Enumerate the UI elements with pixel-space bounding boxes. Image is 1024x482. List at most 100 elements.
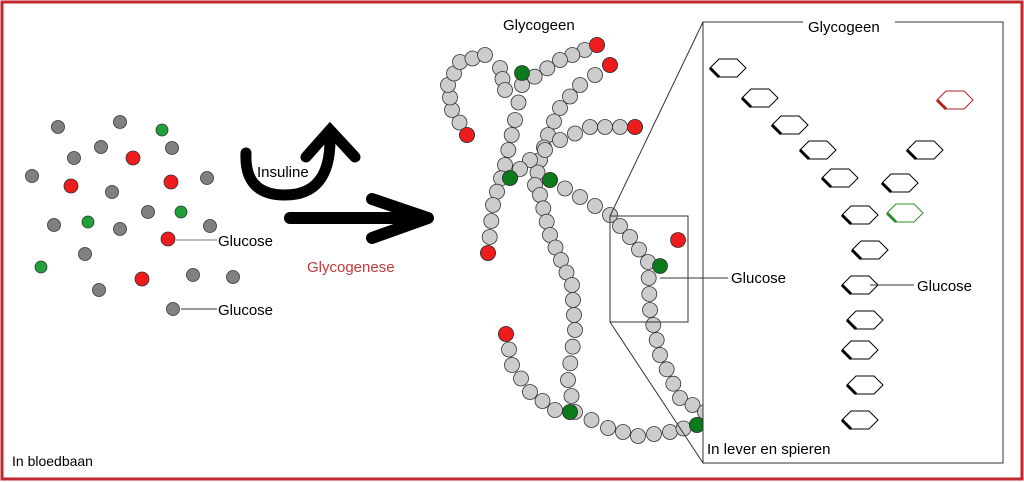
glucose-unit-green [652, 258, 668, 274]
ring-bond [935, 98, 948, 111]
glucose-unit-green [514, 65, 530, 81]
insulin-curved-arrow-icon [240, 121, 361, 201]
glucose-unit [640, 270, 657, 286]
glucose-molecule [141, 205, 155, 219]
glucose-unit [552, 100, 568, 116]
glucose-unit [565, 292, 581, 308]
glucose-unit [665, 375, 682, 392]
glucose-molecule [200, 171, 214, 185]
glucose-molecule [165, 141, 179, 155]
glucose-molecule [113, 222, 127, 236]
glucose-unit [535, 200, 552, 217]
glucose-unit [684, 397, 701, 413]
glucose-unit [566, 307, 582, 323]
ring-bond [840, 283, 853, 296]
ring-bond [845, 383, 858, 396]
glucose-unit [583, 412, 600, 428]
glucose-unit [477, 47, 493, 63]
glucose-molecule-red [160, 231, 176, 247]
glucose-unit [562, 355, 579, 372]
glucose-unit-red [602, 57, 618, 73]
right-arrow-icon [284, 193, 434, 244]
glucose-unit [564, 338, 581, 355]
glucose-unit [510, 94, 527, 111]
glucose-molecule-green [174, 205, 188, 219]
glucose-molecule [105, 185, 119, 199]
glucose-unit [582, 119, 598, 135]
glucose-unit [497, 82, 513, 98]
glucose-unit [557, 180, 573, 197]
glucose-unit [485, 197, 501, 213]
ring-bond [708, 66, 721, 79]
glucose-unit [489, 183, 505, 200]
zoom-box [609, 215, 689, 323]
glucose-unit [615, 424, 631, 440]
glucose-label-1: Glucose [218, 233, 273, 250]
ring-bond [840, 348, 853, 361]
ring-bond [885, 211, 898, 224]
glucose-unit [630, 428, 646, 444]
glucose-molecule [203, 219, 217, 233]
glucose-unit-green [562, 404, 578, 420]
glucose-unit [522, 384, 538, 400]
insulin-label: Insuline [257, 164, 309, 181]
glucose-unit [612, 119, 628, 135]
glucose-unit [512, 161, 528, 177]
glucose-molecule-green [155, 123, 169, 137]
glucose-molecule [226, 270, 240, 284]
glucose-molecule-green [34, 260, 48, 274]
glucose-unit [552, 132, 568, 148]
glucose-unit-red [670, 232, 686, 248]
glucose-unit [612, 218, 628, 234]
glucose-unit [547, 402, 563, 418]
glucose-unit [507, 112, 523, 128]
glucose-unit [572, 77, 588, 93]
glycogen-structure [708, 58, 974, 431]
ring-bond [840, 418, 853, 431]
glucose-molecule [186, 268, 200, 282]
glucose-molecule [94, 140, 108, 154]
glucose-unit [648, 332, 665, 348]
blood-glucose-molecules [25, 115, 240, 316]
glucose-unit [503, 127, 520, 143]
glucose-unit [534, 393, 551, 409]
location-label: In lever en spieren [707, 441, 830, 458]
ring-bond [740, 96, 753, 109]
glucose-molecule [78, 247, 92, 261]
glucose-unit [631, 241, 647, 258]
glucose-molecule-red [125, 150, 141, 166]
glucose-unit-red [498, 326, 514, 342]
glucose-unit [572, 189, 588, 205]
zoom-line-top [609, 21, 704, 217]
glucose-unit-green [502, 170, 518, 186]
glucose-molecule [51, 120, 65, 134]
blood-label: In bloedbaan [12, 453, 93, 469]
glucose-unit [563, 388, 580, 404]
glucose-molecule [92, 283, 106, 297]
glucose-molecule-red [163, 174, 179, 190]
inset-panel [702, 21, 1004, 464]
glucose-molecule-red [134, 271, 150, 287]
glucose-unit [564, 277, 580, 293]
glucose-unit [646, 426, 662, 442]
glucose-unit-red [480, 245, 496, 261]
glucose-unit-red [589, 37, 605, 53]
glucose-unit [662, 424, 678, 440]
glucose-unit-red [627, 119, 643, 135]
glucose-unit [600, 420, 616, 436]
inset-title: Glycogeen [808, 19, 880, 36]
glucose-unit [560, 372, 576, 388]
glucose-unit [539, 60, 556, 77]
ring-bond [850, 248, 863, 261]
glucose-unit [522, 152, 538, 168]
glucose-molecule [25, 169, 39, 183]
glucose-molecule [113, 115, 127, 129]
glucose-unit [645, 317, 662, 333]
glucose-unit [652, 347, 668, 363]
glucose-molecule-green [81, 215, 95, 229]
glucose-unit [537, 142, 553, 158]
glucose-unit [504, 357, 520, 373]
glucose-molecule-red [63, 178, 79, 194]
